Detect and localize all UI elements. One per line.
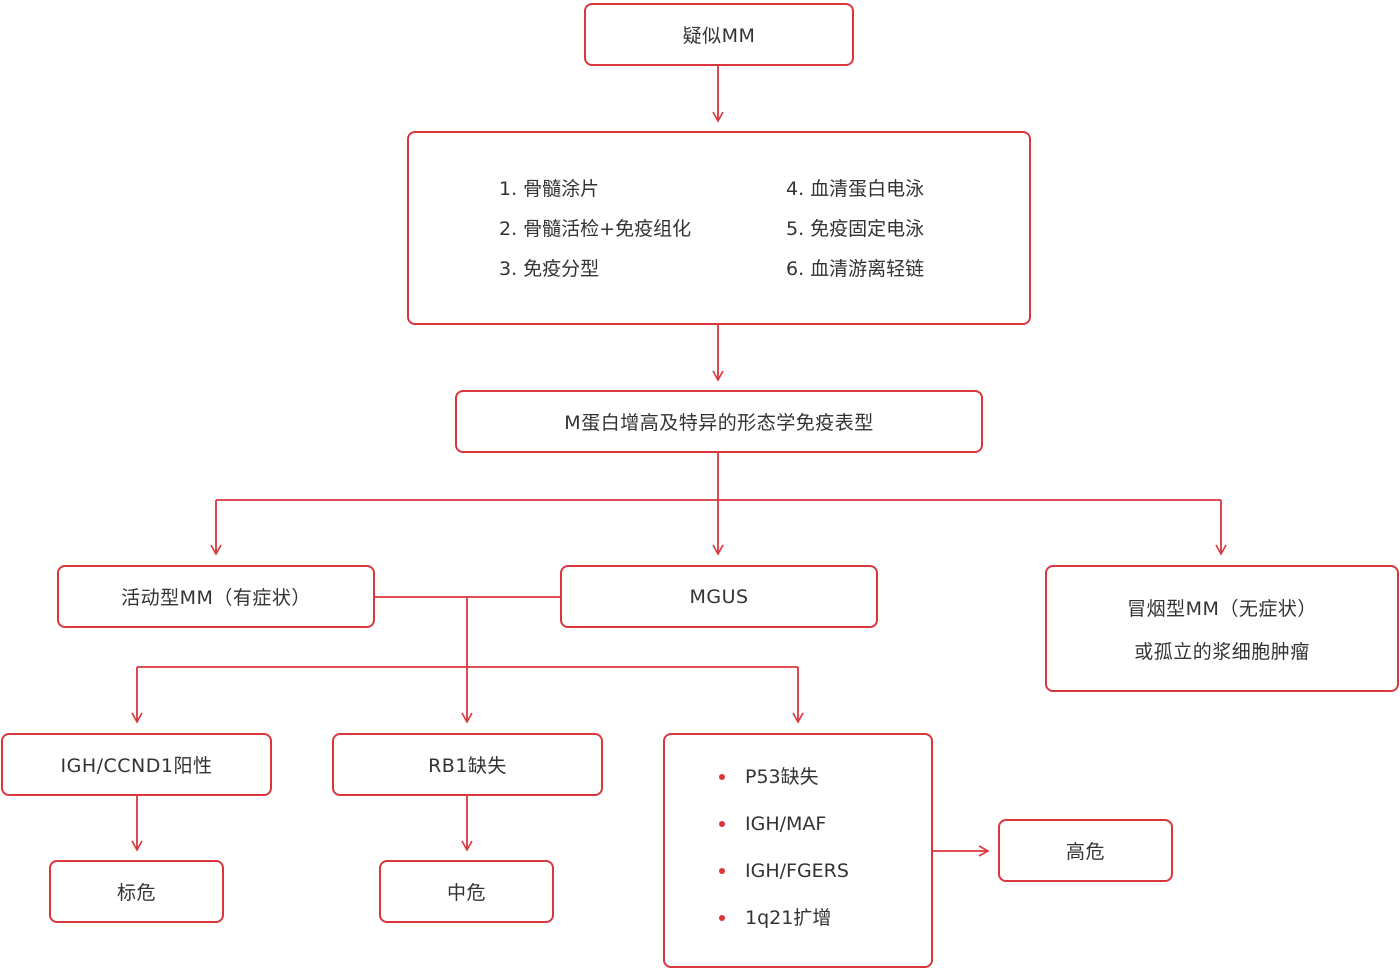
high-risk-marker-list: P53缺失 IGH/MAF IGH/FGERS 1q21扩增: [715, 765, 849, 930]
bullet-dot-icon: [719, 774, 725, 780]
node-high-risk-label: 高危: [1065, 841, 1105, 863]
tests-column-left: 1. 骨髓涂片 2. 骨髓活检+免疫组化 3. 免疫分型: [499, 177, 691, 281]
test-item: 6. 血清游离轻链: [786, 258, 925, 280]
node-high-risk: 高危: [998, 819, 1173, 882]
tests-column-right: 4. 血清蛋白电泳 5. 免疫固定电泳 6. 血清游离轻链: [786, 177, 924, 281]
node-mgus: MGUS: [560, 565, 878, 628]
bullet-dot-icon: [719, 915, 725, 921]
node-findings-label: M蛋白增高及特异的形态学免疫表型: [564, 412, 874, 434]
node-igh-ccnd1: IGH/CCND1阳性: [1, 733, 272, 796]
marker-label: IGH/MAF: [745, 813, 827, 835]
test-item: 3. 免疫分型: [499, 258, 600, 280]
node-smoldering-mm: 冒烟型MM（无症状） 或孤立的浆细胞肿瘤: [1045, 565, 1399, 692]
node-intermediate-risk-label: 中危: [446, 882, 486, 904]
node-active-mm-label: 活动型MM（有症状）: [121, 587, 311, 609]
test-item: 4. 血清蛋白电泳: [786, 178, 925, 200]
node-suspected-mm-label: 疑似MM: [682, 25, 756, 47]
node-diagnostic-tests: 1. 骨髓涂片 2. 骨髓活检+免疫组化 3. 免疫分型 4. 血清蛋白电泳 5…: [407, 131, 1031, 325]
test-item: 5. 免疫固定电泳: [786, 218, 925, 240]
node-smoldering-line-2: 或孤立的浆细胞肿瘤: [1134, 640, 1310, 663]
node-findings: M蛋白增高及特异的形态学免疫表型: [455, 390, 983, 453]
node-standard-risk-label: 标危: [116, 882, 156, 904]
node-active-mm: 活动型MM（有症状）: [57, 565, 375, 628]
node-standard-risk: 标危: [49, 860, 224, 923]
node-intermediate-risk: 中危: [379, 860, 554, 923]
node-rb1-deletion: RB1缺失: [332, 733, 603, 796]
marker-label: P53缺失: [745, 766, 819, 788]
node-mgus-label: MGUS: [689, 585, 749, 608]
marker-label: IGH/FGERS: [745, 860, 849, 882]
node-high-risk-markers: P53缺失 IGH/MAF IGH/FGERS 1q21扩增: [663, 733, 933, 968]
bullet-dot-icon: [719, 821, 725, 827]
node-suspected-mm: 疑似MM: [584, 3, 854, 66]
test-item: 1. 骨髓涂片: [499, 178, 600, 200]
bullet-dot-icon: [719, 868, 725, 874]
list-item: P53缺失: [715, 765, 849, 789]
node-smoldering-line-1: 冒烟型MM（无症状）: [1127, 597, 1317, 620]
list-item: IGH/FGERS: [715, 859, 849, 883]
node-igh-ccnd1-label: IGH/CCND1阳性: [60, 755, 213, 777]
list-item: IGH/MAF: [715, 812, 849, 836]
node-rb1-deletion-label: RB1缺失: [428, 755, 507, 777]
test-item: 2. 骨髓活检+免疫组化: [499, 218, 692, 240]
list-item: 1q21扩增: [715, 906, 849, 930]
marker-label: 1q21扩增: [745, 907, 832, 929]
